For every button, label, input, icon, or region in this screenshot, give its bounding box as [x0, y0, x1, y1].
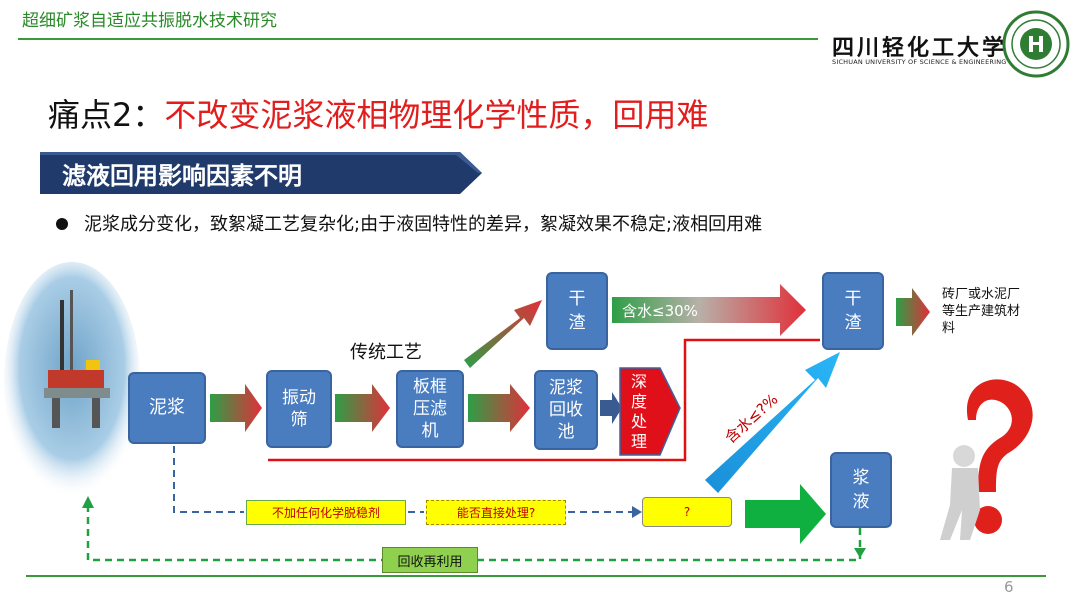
direct-treat-question: 能否直接处理?	[426, 500, 566, 525]
page-number: 6	[1004, 578, 1014, 596]
section-banner: 滤液回用影响因素不明	[62, 162, 302, 190]
university-logo-icon	[1002, 10, 1070, 78]
dry-residue-node-1: 干渣	[546, 272, 608, 350]
offshore-rig-photo	[4, 262, 140, 498]
header-divider	[18, 38, 818, 40]
title-highlight: 不改变泥浆液相物理化学性质，回用难	[164, 96, 709, 134]
traditional-process-label: 传统工艺	[350, 342, 422, 363]
dry-residue-node-2: 干渣	[822, 272, 884, 350]
bullet-dot-icon	[56, 218, 68, 230]
water-content-label-1: 含水≤30%	[622, 302, 698, 320]
footer-divider	[26, 575, 1046, 577]
unknown-process-box: ?	[642, 497, 732, 527]
mud-node: 泥浆	[128, 372, 206, 444]
final-use-label: 砖厂或水泥厂等生产建筑材料	[942, 287, 1021, 336]
page-title: 痛点2：不改变泥浆液相物理化学性质，回用难	[48, 90, 708, 136]
deep-treatment-node: 深度处理	[630, 372, 647, 451]
title-prefix: 痛点2：	[48, 96, 165, 134]
university-name: 四川轻化工大学	[832, 35, 1008, 61]
bullet-text: 泥浆成分变化，致絮凝工艺复杂化;由于液固特性的差异，絮凝效果不稳定;液相回用难	[84, 214, 763, 235]
no-chemical-label: 不加任何化学脱稳剂	[246, 500, 406, 525]
recycle-label: 回收再利用	[382, 547, 478, 573]
bullet-item: 泥浆成分变化，致絮凝工艺复杂化;由于液固特性的差异，絮凝效果不稳定;液相回用难	[56, 210, 762, 236]
section-banner-shape	[40, 152, 482, 194]
question-figure-icon	[940, 379, 1033, 540]
university-name-en: SICHUAN UNIVERSITY OF SCIENCE & ENGINEER…	[832, 58, 1007, 66]
vibrating-screen-node: 振动筛	[266, 370, 332, 448]
slurry-node: 浆液	[830, 452, 892, 528]
header-title: 超细矿浆自适应共振脱水技术研究	[22, 11, 277, 31]
filter-press-node: 板框压滤机	[396, 370, 464, 448]
mud-pool-node: 泥浆回收池	[534, 370, 598, 450]
